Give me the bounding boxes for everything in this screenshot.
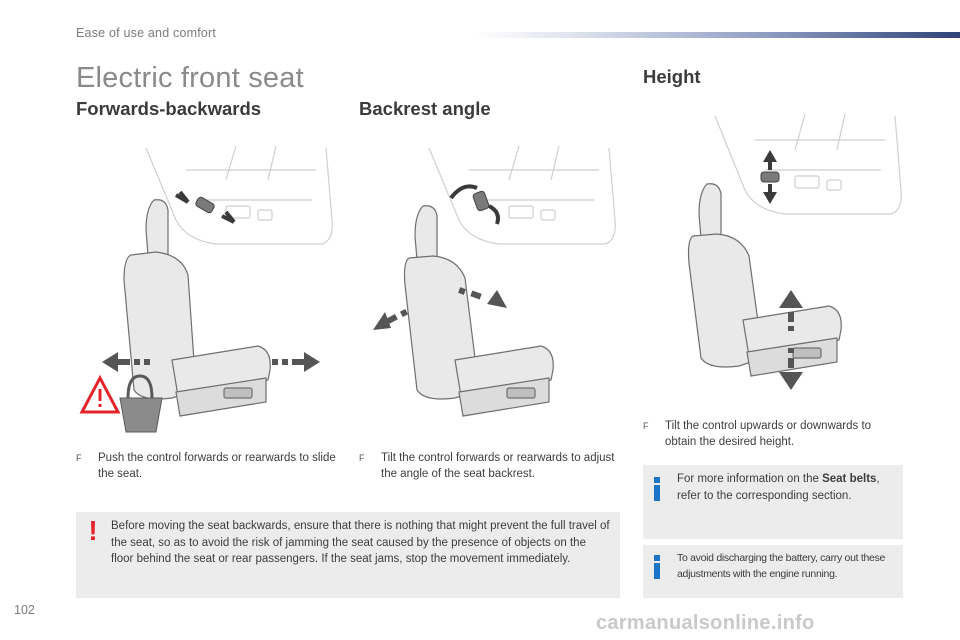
heading-height: Height bbox=[643, 66, 701, 87]
bullet-mark: F bbox=[76, 453, 82, 463]
info-text: To avoid discharging the battery, carry … bbox=[677, 552, 886, 580]
warning-box: ! Before moving the seat backwards, ensu… bbox=[76, 512, 620, 598]
heading-backrest-angle: Backrest angle bbox=[359, 98, 491, 119]
illustration-forwards-backwards bbox=[76, 140, 338, 435]
height-arrows-large bbox=[779, 290, 803, 390]
bullet-mark: F bbox=[643, 421, 649, 431]
seat-switch-icon bbox=[195, 196, 215, 214]
info-text-bold: Seat belts bbox=[822, 473, 877, 485]
info-text-suffix: , refer to the corresponding section. bbox=[677, 473, 880, 502]
warning-triangle-icon bbox=[79, 374, 121, 414]
slide-arrows-small bbox=[174, 190, 236, 224]
seat-drawing bbox=[687, 183, 842, 377]
slide-arrows-large bbox=[102, 352, 320, 372]
info-text: For more information on the Seat belts, … bbox=[677, 471, 895, 504]
height-arrows-small bbox=[763, 150, 777, 204]
heading-forwards-backwards: Forwards-backwards bbox=[76, 98, 262, 119]
illustration-backrest-angle bbox=[359, 140, 621, 435]
seat-drawing bbox=[403, 205, 554, 417]
seat-switch-icon bbox=[760, 171, 780, 183]
info-icon bbox=[654, 477, 662, 501]
bag-icon bbox=[119, 374, 163, 433]
info-text-prefix: For more information on the bbox=[677, 473, 823, 485]
seat-switch-icon bbox=[472, 190, 490, 212]
bullet-forwards-backwards: F Push the control forwards or rearwards… bbox=[76, 450, 346, 484]
seat-drawing bbox=[123, 199, 271, 417]
tilt-arrows-small bbox=[449, 184, 500, 225]
bullet-mark: F bbox=[359, 453, 365, 463]
watermark: carmanualsonline.info bbox=[596, 612, 815, 634]
bullet-text: Tilt the control upwards or downwards to… bbox=[665, 420, 872, 448]
info-box-seat-belts: For more information on the Seat belts, … bbox=[643, 465, 903, 539]
running-header: Ease of use and comfort bbox=[76, 26, 217, 40]
bullet-height: F Tilt the control upwards or downwards … bbox=[643, 418, 905, 452]
page-number: 102 bbox=[14, 603, 35, 617]
page-title: Electric front seat bbox=[76, 62, 304, 94]
bullet-text: Tilt the control forwards or rearwards t… bbox=[381, 452, 615, 480]
header-gradient-bar bbox=[476, 32, 960, 38]
bullet-text: Push the control forwards or rearwards t… bbox=[98, 452, 336, 480]
bullet-backrest-angle: F Tilt the control forwards or rearwards… bbox=[359, 450, 621, 484]
door-panel-outline bbox=[145, 147, 333, 245]
info-icon bbox=[654, 555, 662, 579]
warning-exclamation-icon: ! bbox=[88, 515, 98, 546]
recline-arrows bbox=[373, 287, 507, 330]
illustration-height bbox=[643, 108, 905, 408]
warning-text: Before moving the seat backwards, ensure… bbox=[111, 520, 610, 565]
info-box-battery: To avoid discharging the battery, carry … bbox=[643, 545, 903, 598]
